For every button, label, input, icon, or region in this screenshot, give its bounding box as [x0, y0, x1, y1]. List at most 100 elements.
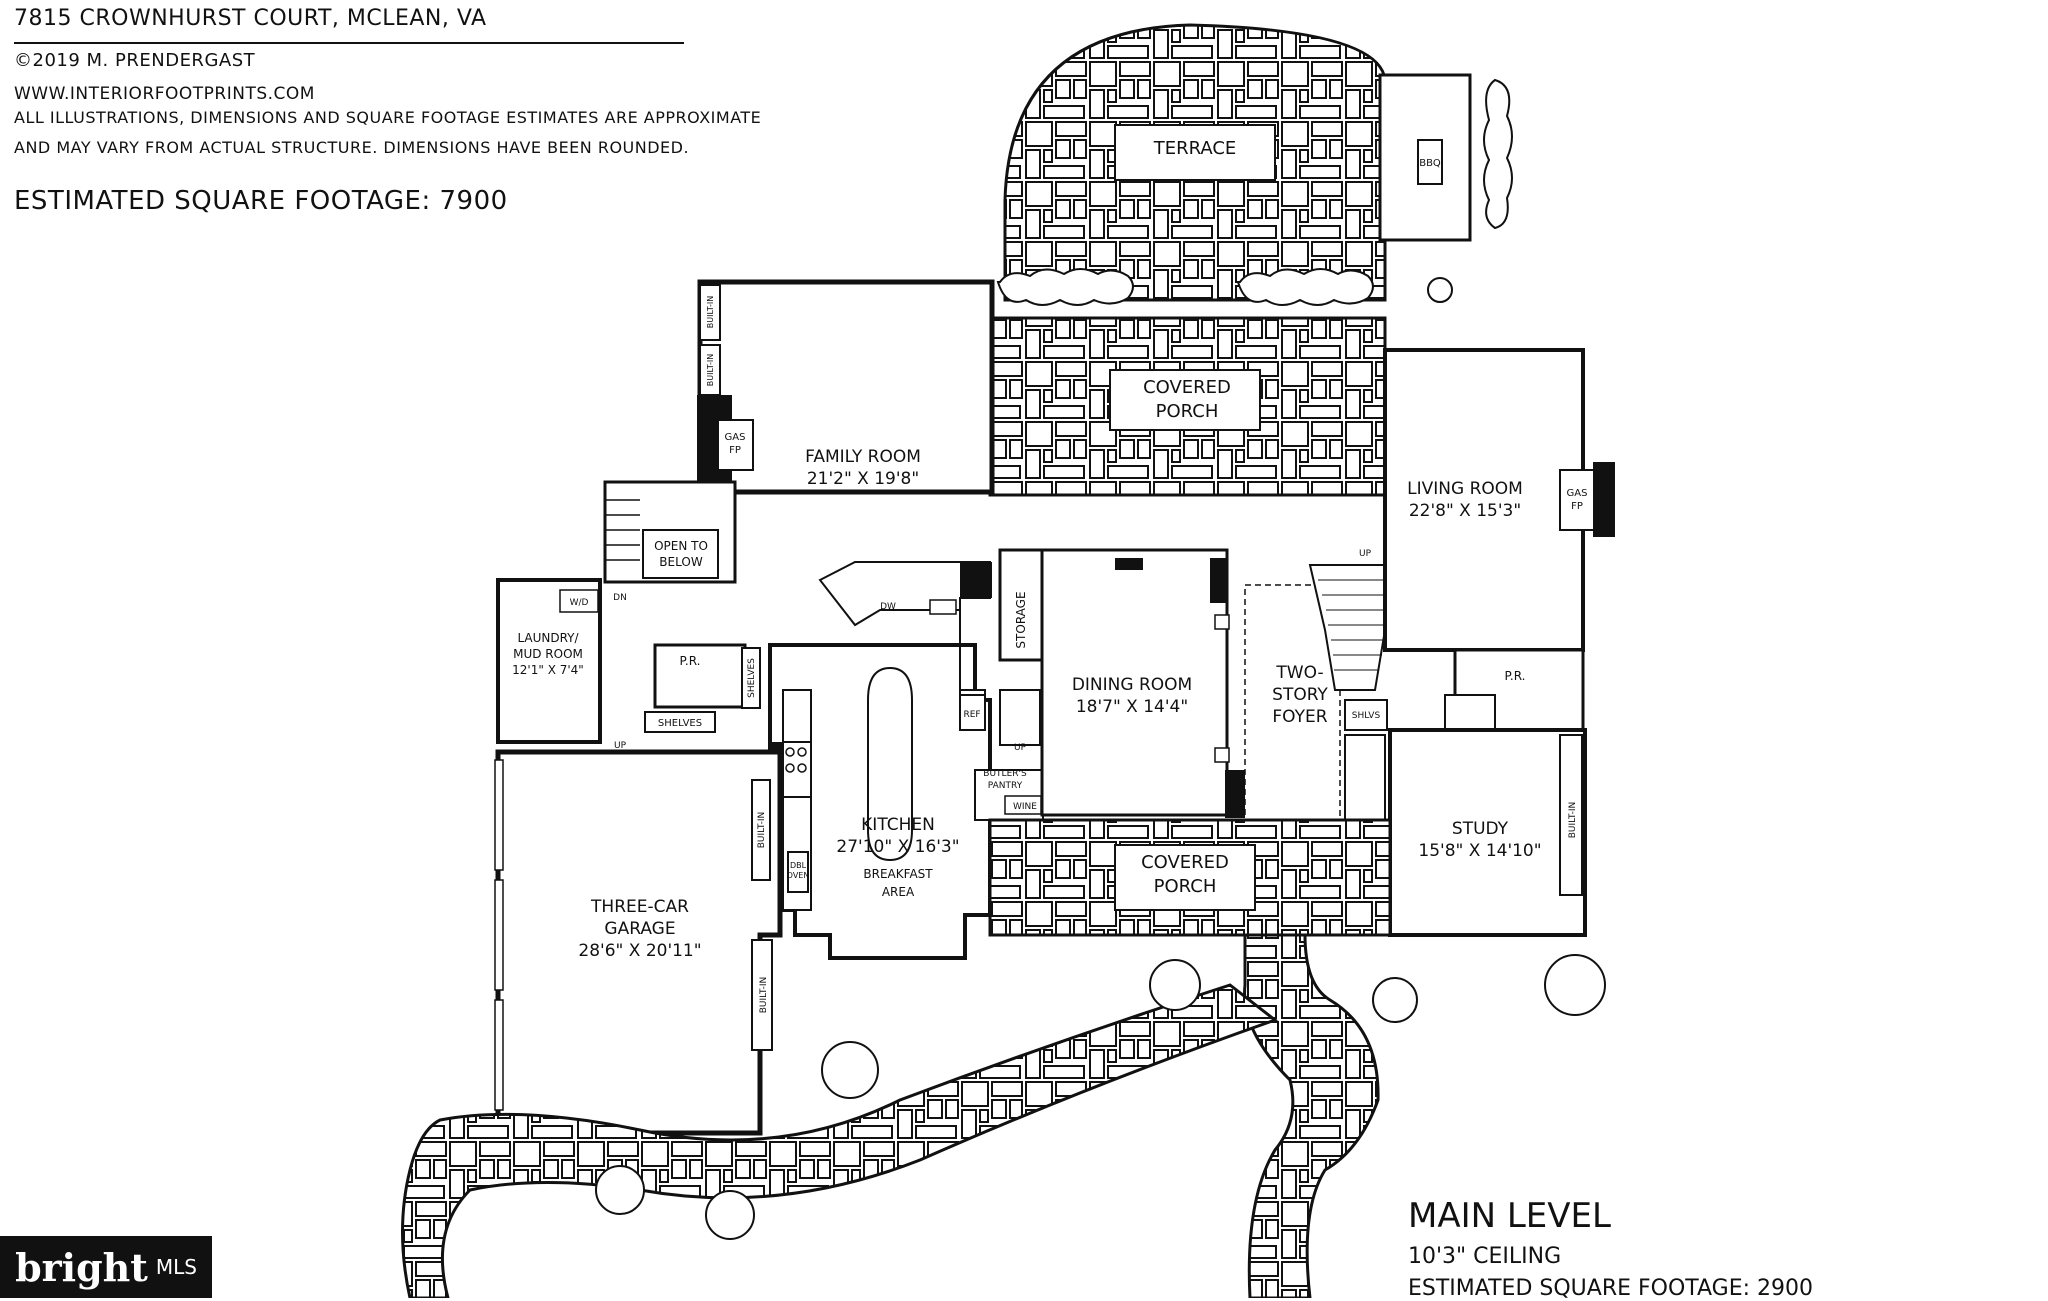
butlers-stair — [999, 689, 1041, 746]
total-square-footage: ESTIMATED SQUARE FOOTAGE: 7900 — [14, 186, 508, 216]
label-wd: W/D — [570, 598, 589, 608]
label-family-room: FAMILY ROOM — [805, 447, 921, 467]
label-kitchen-dim: 27'10" X 16'3" — [836, 837, 959, 857]
label-study: STUDY — [1452, 819, 1509, 839]
label-garage-dim: 28'6" X 20'11" — [578, 941, 701, 961]
label-open-to-below-2: BELOW — [659, 555, 703, 569]
label-laundry-dim: 12'1" X 7'4" — [512, 663, 584, 677]
label-foyer-1: TWO- — [1275, 663, 1323, 683]
builtin-study — [1559, 734, 1583, 896]
label-study-dim: 15'8" X 14'10" — [1418, 841, 1541, 861]
shrub — [821, 1041, 879, 1099]
level-name: MAIN LEVEL — [1408, 1196, 1611, 1236]
shrub — [1149, 959, 1201, 1011]
watermark-suffix: MLS — [155, 1255, 197, 1279]
label-builtin-lower: BUILT-IN — [706, 354, 715, 386]
kitchen-island — [867, 666, 913, 862]
label-shelves-vert: SHELVES — [747, 658, 757, 698]
label-foyer-2: STORY — [1272, 685, 1328, 705]
shrub — [705, 1190, 755, 1240]
dbl-oven — [787, 851, 809, 893]
hedge — [1483, 78, 1513, 230]
header-rule — [14, 42, 684, 44]
label-butlers-1: BUTLER'S — [983, 769, 1027, 779]
label-butlers-2: PANTRY — [988, 781, 1023, 791]
label-gas-fp-left-1: GAS — [725, 432, 746, 443]
label-builtin-kitchen: BUILT-IN — [757, 812, 767, 849]
powder-room-right — [1453, 648, 1585, 732]
label-shlvs: SHLVS — [1352, 711, 1381, 721]
label-builtin-upper: BUILT-IN — [706, 296, 715, 328]
kitchen-counter-dark — [960, 562, 992, 598]
family-fireplace — [717, 419, 754, 471]
dining-column — [1210, 558, 1226, 603]
label-pr-right: P.R. — [1505, 669, 1526, 683]
label-covered-porch-front-1: COVERED — [1141, 852, 1229, 873]
label-breakfast-2: AREA — [882, 885, 915, 899]
label-dining-room-dim: 18'7" X 14'4" — [1076, 697, 1188, 717]
watermark-word: bright — [15, 1244, 148, 1290]
copyright-text: ©2019 M. PRENDERGAST — [14, 50, 256, 71]
shlvs-closet — [1344, 699, 1388, 731]
label-covered-porch-front-2: PORCH — [1154, 876, 1217, 897]
shrub — [595, 1165, 645, 1215]
storage-closet — [998, 548, 1044, 662]
label-open-to-below-1: OPEN TO — [654, 539, 708, 553]
label-storage: STORAGE — [1014, 591, 1028, 648]
label-builtin-study: BUILT-IN — [1568, 802, 1578, 839]
hedge — [1236, 268, 1374, 306]
label-garage-1: THREE-CAR — [590, 897, 689, 917]
label-living-room: LIVING ROOM — [1407, 479, 1523, 499]
open-to-below — [642, 529, 719, 579]
shelves-left-unit — [644, 711, 716, 733]
label-dw: DW — [880, 602, 896, 612]
label-family-room-dim: 21'2" X 19'8" — [807, 469, 919, 489]
disclaimer-line-2: AND MAY VARY FROM ACTUAL STRUCTURE. DIME… — [14, 138, 690, 157]
label-wine: WINE — [1013, 802, 1037, 812]
level-square-footage: ESTIMATED SQUARE FOOTAGE: 2900 — [1408, 1276, 1814, 1301]
label-bbq: BBQ — [1419, 158, 1441, 169]
hedge — [996, 268, 1134, 306]
label-gas-fp-right-1: GAS — [1567, 488, 1588, 499]
powder-room-left — [653, 643, 747, 709]
living-room — [1383, 348, 1585, 652]
shrub — [1544, 954, 1606, 1016]
label-covered-porch-rear-2: PORCH — [1156, 401, 1219, 422]
front-walk — [1243, 933, 1380, 1298]
dining-column — [1115, 558, 1143, 570]
label-breakfast-1: BREAKFAST — [863, 867, 933, 881]
label-dn: DN — [613, 593, 627, 603]
level-ceiling: 10'3" CEILING — [1408, 1244, 1562, 1269]
label-kitchen: KITCHEN — [861, 815, 935, 835]
label-up-butler: UP — [1014, 743, 1027, 753]
living-fireplace — [1559, 469, 1596, 531]
shelves-vert-unit — [741, 647, 761, 709]
label-dining-room: DINING ROOM — [1072, 675, 1192, 695]
builtin-garage-upper — [751, 779, 771, 881]
builtin-garage-lower — [751, 939, 773, 1051]
label-ref: REF — [963, 710, 980, 720]
label-gas-fp-left-2: FP — [729, 445, 741, 456]
label-foyer-3: FOYER — [1272, 707, 1327, 727]
label-laundry-2: MUD ROOM — [513, 647, 583, 661]
shrub — [1427, 277, 1453, 303]
dining-room — [1040, 548, 1229, 817]
label-garage-2: GARAGE — [604, 919, 675, 939]
living-fireplace-mass — [1593, 462, 1615, 537]
label-builtin-garage: BUILT-IN — [759, 977, 769, 1014]
label-terrace: TERRACE — [1153, 138, 1237, 159]
property-address: 7815 CROWNHURST COURT, MCLEAN, VA — [14, 6, 487, 31]
builtin-upper — [699, 284, 721, 341]
label-dbl-oven-2: OVEN — [787, 871, 810, 880]
label-pr-left: P.R. — [680, 654, 701, 668]
website-text: WWW.INTERIORFOOTPRINTS.COM — [14, 84, 315, 104]
label-up-foyer: UP — [1359, 549, 1372, 559]
label-up-left: UP — [614, 741, 627, 751]
disclaimer-line-1: ALL ILLUSTRATIONS, DIMENSIONS AND SQUARE… — [14, 108, 762, 127]
refrigerator — [959, 694, 986, 731]
label-gas-fp-right-2: FP — [1571, 501, 1583, 512]
bright-mls-watermark: bright MLS — [0, 1236, 212, 1298]
label-living-room-dim: 22'8" X 15'3" — [1409, 501, 1521, 521]
dining-column — [1225, 770, 1245, 818]
